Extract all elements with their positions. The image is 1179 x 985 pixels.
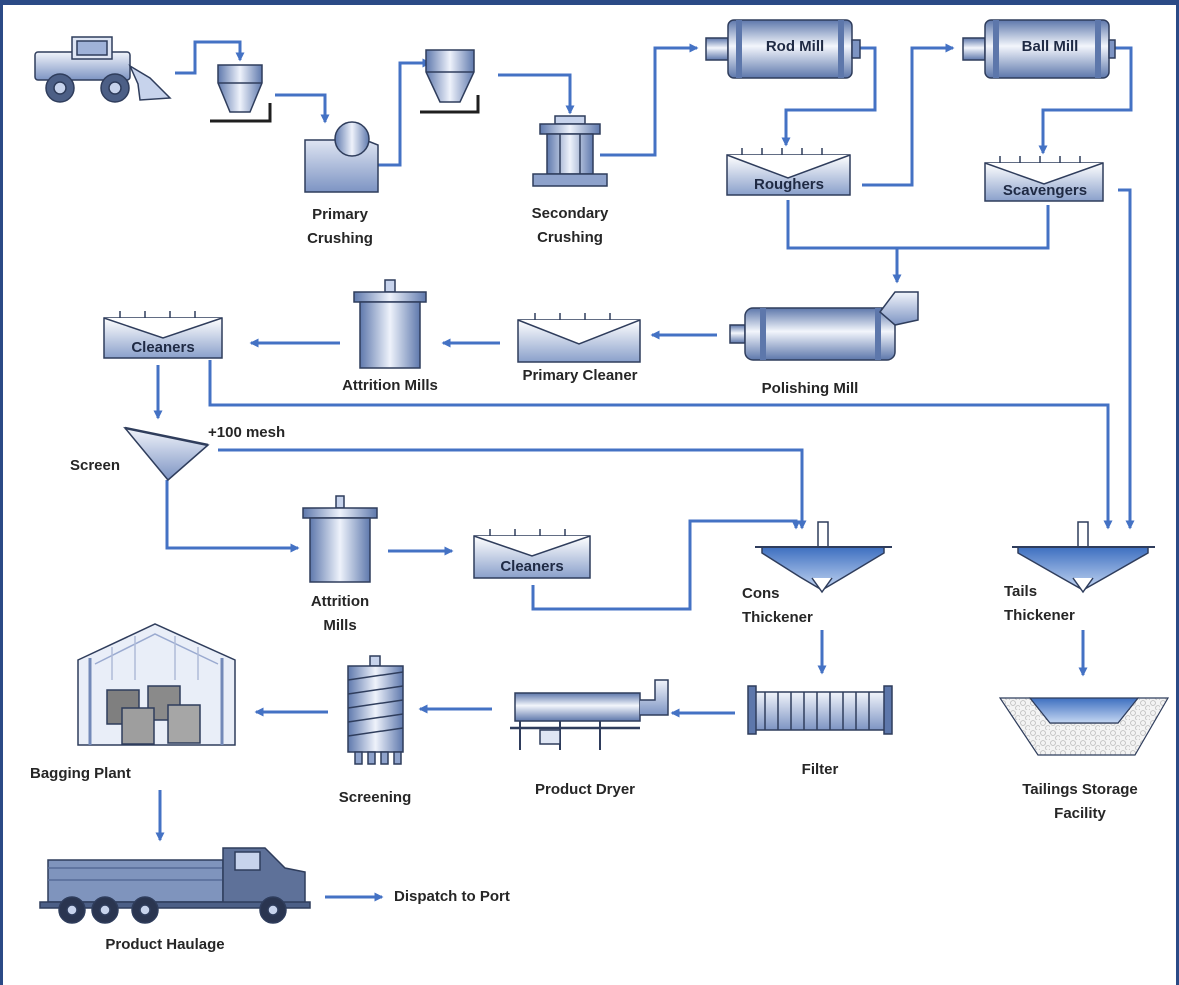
screen-label: Screen — [70, 457, 121, 474]
flow-ball-mill-to-scavengers — [1038, 46, 1133, 155]
bagging-plant-label: Bagging Plant — [30, 765, 131, 782]
secondary-crushing-line1: Secondary — [531, 205, 609, 222]
cons-thickener-line1: Cons — [742, 585, 780, 602]
tailings-storage-pond-icon — [998, 697, 1170, 756]
screening-label: Screening — [338, 789, 412, 806]
screening-tower-icon — [347, 655, 404, 765]
attrition-mills-lower-line2: Mills — [323, 617, 357, 634]
primary-cleaner-label: Primary Cleaner — [522, 367, 638, 384]
feed-hopper-icon — [420, 49, 480, 114]
flow-scavengers-to-tails — [1118, 188, 1135, 530]
flow-roughers-to-ball-mill — [862, 43, 955, 187]
cons-thickener-line2: Thickener — [742, 609, 813, 626]
flow-loader-to-hopper1 — [175, 40, 245, 75]
primary-crushing-line2: Crushing — [307, 230, 373, 247]
jaw-crusher-icon — [304, 121, 379, 193]
flow-lines — [153, 40, 1135, 902]
secondary-crushing-line2: Crushing — [537, 229, 603, 246]
primary-cleaner-cell-icon — [517, 313, 641, 363]
cons-thickener-label: Cons Thickener — [742, 582, 813, 630]
tailings-storage-line1: Tailings Storage — [1022, 781, 1138, 798]
scavengers-cell-icon — [984, 156, 1104, 202]
flow-secondary-to-rod-mill — [600, 43, 699, 157]
attrition-mills-upper-label: Attrition Mills — [342, 377, 438, 394]
rod-mill-icon — [705, 19, 861, 79]
polishing-mill-label: Polishing Mill — [761, 380, 859, 397]
product-haulage-label: Product Haulage — [105, 936, 225, 953]
cons-thickener-icon — [755, 521, 892, 594]
flow-screen-oversize-to-cons — [218, 448, 807, 530]
screen-cone-icon — [123, 426, 210, 482]
flow-rod-mill-to-roughers — [781, 46, 877, 147]
roughers-label: Roughers — [753, 176, 824, 193]
cleaners-lower-label: Cleaners — [500, 558, 564, 575]
product-dryer-icon — [510, 679, 669, 750]
tailings-storage-line2: Facility — [1054, 805, 1106, 822]
flow-primary-crusher-to-hopper2 — [378, 58, 432, 167]
feed-hopper-icon — [210, 64, 272, 123]
dispatch-to-port-label: Dispatch to Port — [394, 888, 510, 905]
bagging-plant-warehouse-icon — [77, 623, 236, 746]
attrition-mills-lower-icon — [302, 495, 378, 583]
flow-screen-to-attrition — [165, 480, 300, 553]
cone-crusher-icon — [532, 115, 608, 187]
wheel-loader-icon — [34, 36, 172, 103]
attrition-mills-upper-icon — [353, 279, 427, 369]
attrition-mills-lower-label: Attrition Mills — [290, 590, 390, 638]
tails-thickener-label: Tails Thickener — [1004, 580, 1075, 628]
polishing-mill-icon — [729, 291, 919, 361]
flow-cleaners-lower-to-cons — [531, 519, 801, 611]
primary-crushing-label: Primary Crushing — [290, 203, 390, 251]
flow-hopper2-to-secondary-crusher — [498, 73, 575, 115]
tailings-storage-label: Tailings Storage Facility — [1000, 778, 1160, 826]
ball-mill-label: Ball Mill — [1021, 38, 1079, 55]
product-dryer-label: Product Dryer — [534, 781, 636, 798]
product-haulage-truck-icon — [39, 847, 311, 924]
filter-icon — [747, 685, 893, 735]
oversize-mesh-label: +100 mesh — [208, 424, 286, 441]
secondary-crushing-label: Secondary Crushing — [515, 202, 625, 250]
flow-roughers-down — [786, 200, 1050, 250]
primary-crushing-line1: Primary — [312, 206, 368, 223]
rod-mill-label: Rod Mill — [765, 38, 825, 55]
cleaners-upper-label: Cleaners — [131, 339, 195, 356]
attrition-mills-lower-line1: Attrition — [310, 593, 370, 610]
cleaners-lower-cell-icon — [473, 529, 591, 579]
tails-thickener-line2: Thickener — [1004, 607, 1075, 624]
tails-thickener-icon — [1012, 521, 1155, 594]
cleaners-upper-cell-icon — [103, 311, 223, 359]
ball-mill-icon — [962, 19, 1116, 79]
flow-hopper1-to-primary-crusher — [275, 93, 330, 124]
tails-thickener-line1: Tails — [1004, 583, 1038, 600]
scavengers-label: Scavengers — [1002, 182, 1088, 199]
flow-cleaners-to-tails — [208, 360, 1113, 530]
roughers-cell-icon — [726, 148, 851, 196]
filter-label: Filter — [801, 761, 839, 778]
